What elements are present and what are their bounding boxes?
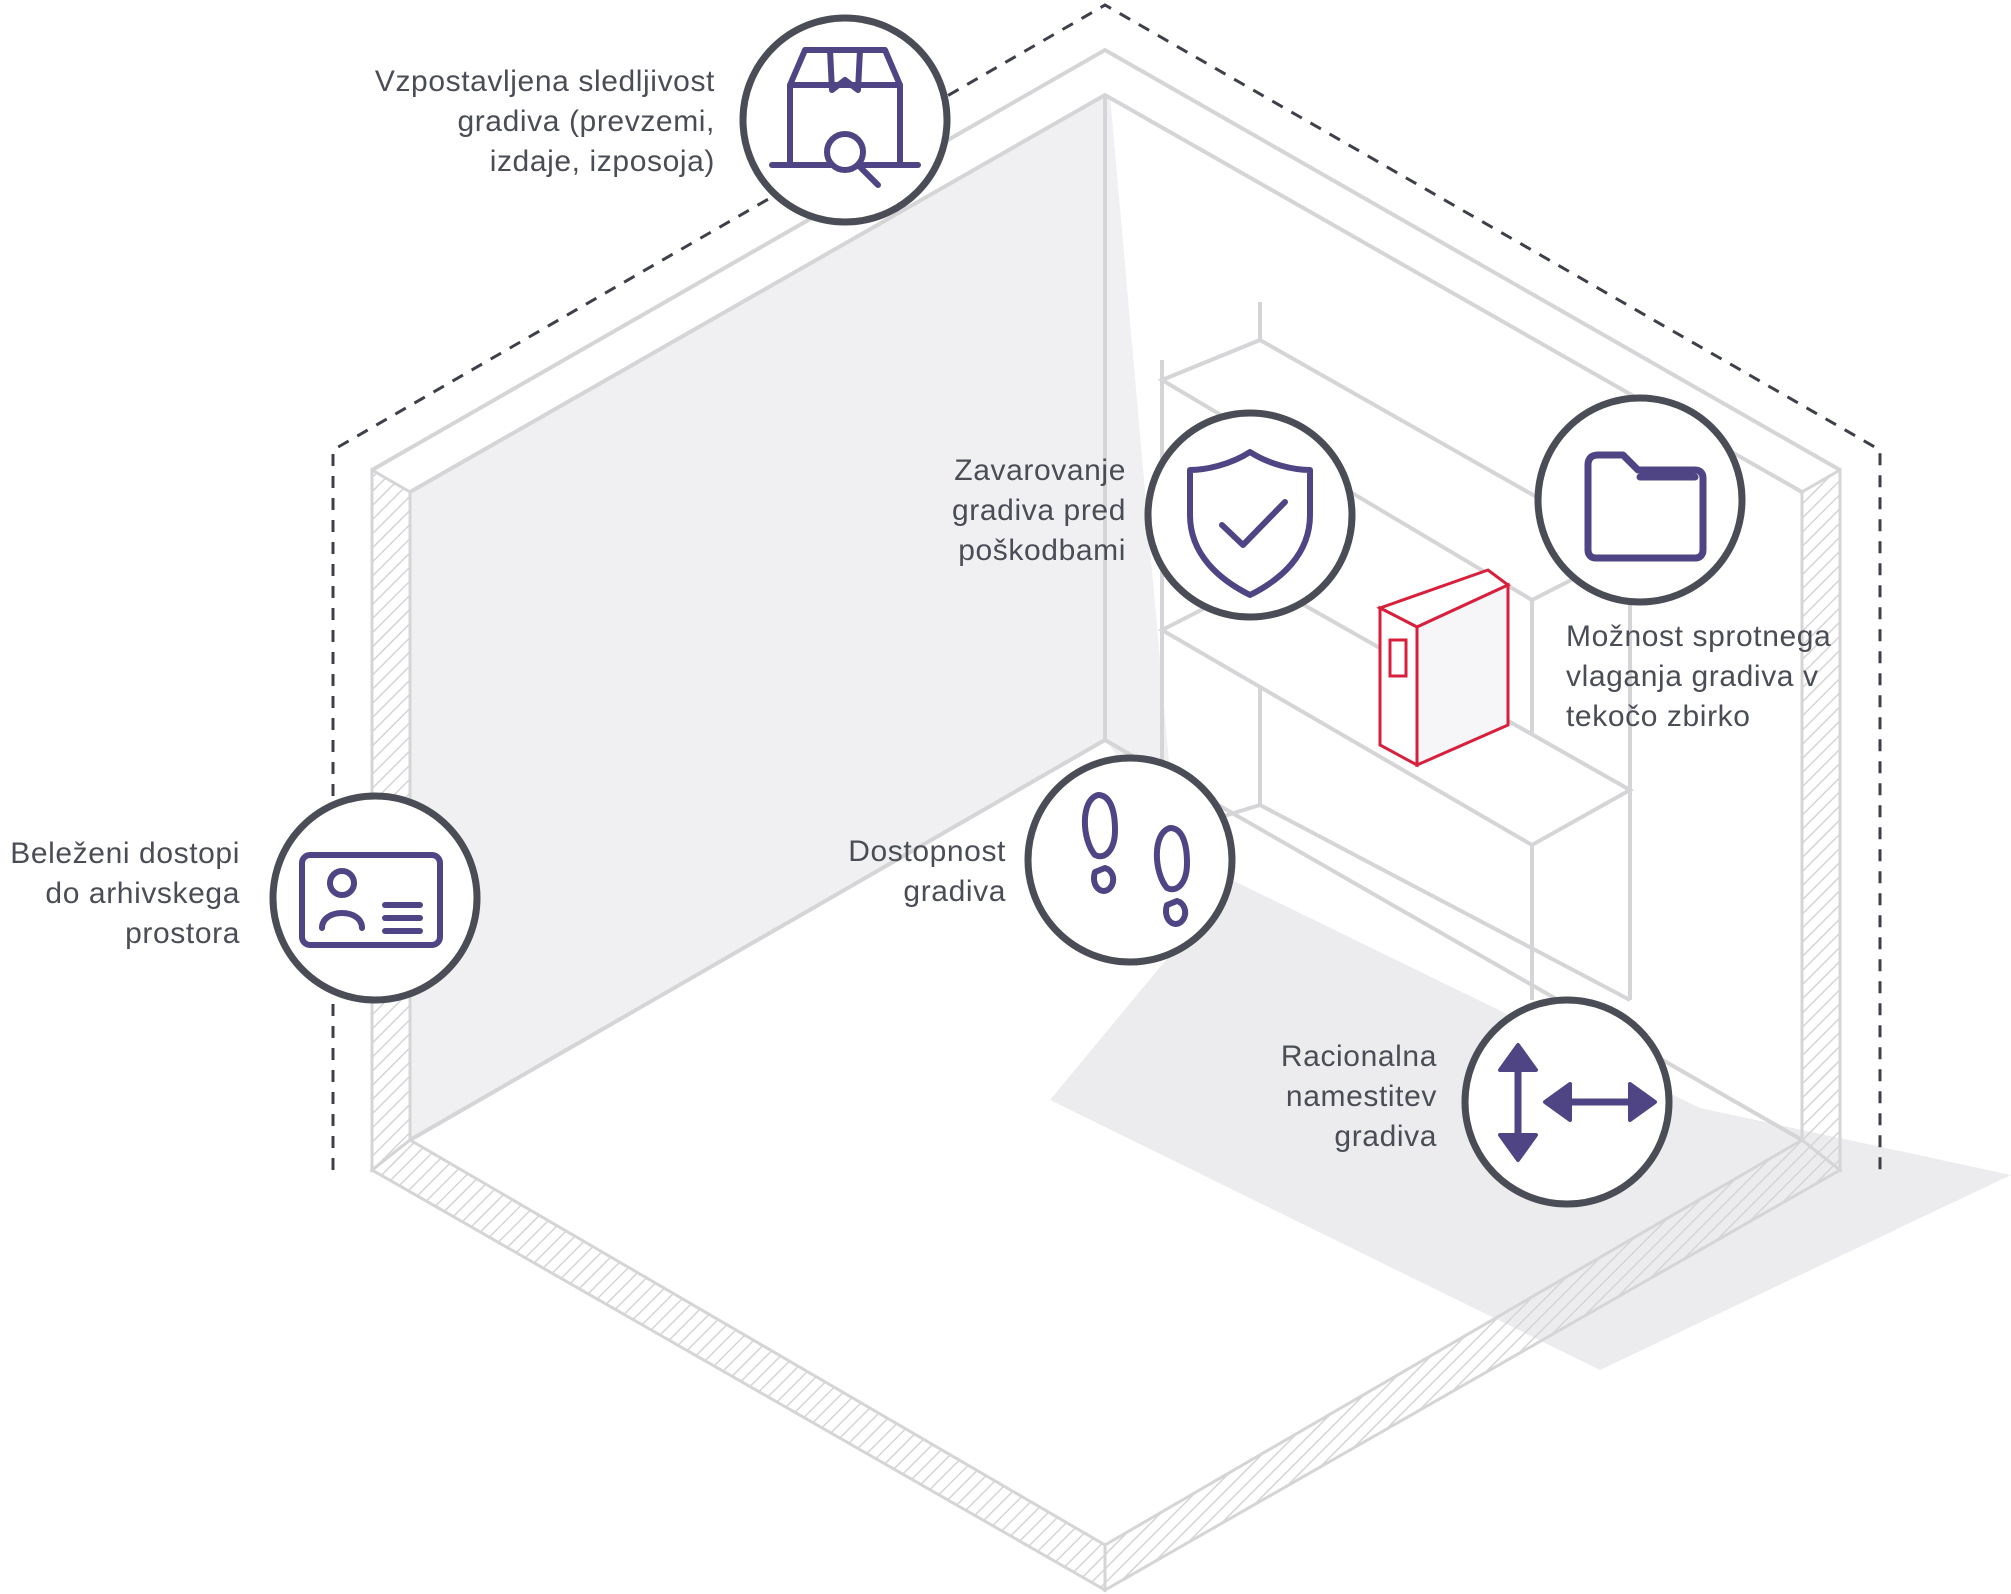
back-left-wall [410, 95, 1105, 1140]
label-placement: Racionalna namestitev gradiva [1280, 1040, 1437, 1153]
shield-check-icon [1187, 449, 1313, 598]
footprints-icon [1081, 792, 1190, 927]
feature-access-log-icon-circle [269, 792, 481, 1004]
label-protection: Zavarovanje gradiva pred poškodbami [952, 454, 1126, 567]
label-traceability: Vzpostavljena sledljivost gradiva (prevz… [374, 65, 715, 178]
label-filing: Možnost sprotnega vlaganja gradiva v tek… [1566, 620, 1832, 733]
feature-traceability-icon-circle [739, 14, 951, 226]
folder-icon [1584, 451, 1707, 562]
label-access-log: Beleženi dostopi do arhivskega prostora [10, 837, 240, 950]
feature-protection-icon-circle [1144, 409, 1356, 621]
feature-placement-icon-circle [1461, 996, 1673, 1208]
dashed-outline [331, 3, 1882, 1175]
feature-filing-icon-circle [1534, 394, 1746, 606]
feature-accessibility-icon-circle [1024, 754, 1236, 966]
arrows-icon [1498, 1043, 1657, 1162]
floor-right-section [1103, 1138, 1843, 1593]
wall-right-section [1800, 467, 1842, 1174]
box-search-icon [769, 47, 921, 188]
id-card-icon [299, 852, 443, 948]
label-accessibility: Dostopnost gradiva [848, 835, 1006, 908]
room-outline [371, 47, 1841, 1142]
binder-illustration [1376, 568, 1511, 768]
back-right-wall-shade [1105, 95, 1175, 830]
floor-left-section [369, 1138, 1107, 1593]
